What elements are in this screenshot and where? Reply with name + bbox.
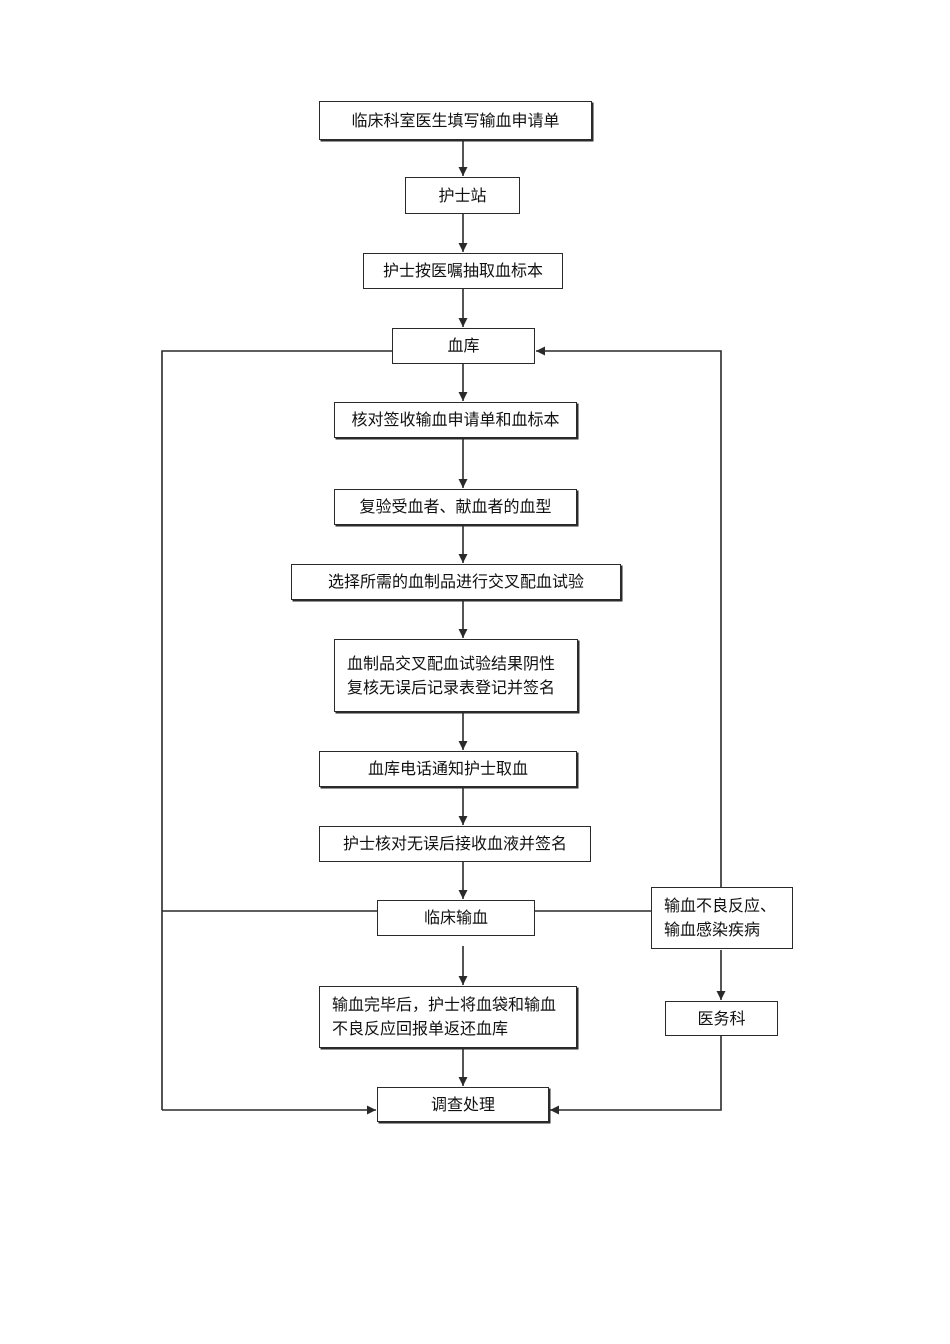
node-draw-sample: 护士按医嘱抽取血标本 xyxy=(363,253,563,289)
node-nurse-receive: 护士核对无误后接收血液并签名 xyxy=(319,826,591,862)
node-transfusion: 临床输血 xyxy=(377,900,535,936)
node-blood-bank: 血库 xyxy=(392,328,535,364)
arrow-medical-affairs-to-investigation xyxy=(550,1036,722,1115)
node-crossmatch: 选择所需的血制品进行交叉配血试验 xyxy=(291,564,621,600)
node-investigation: 调查处理 xyxy=(377,1087,549,1122)
arrow-adverse-to-blood-bank xyxy=(536,346,722,887)
node-recheck-type: 复验受血者、献血者的血型 xyxy=(334,489,577,525)
line-left-loop xyxy=(161,350,392,1110)
node-start: 临床科室医生填写输血申请单 xyxy=(319,101,592,140)
node-result-negative: 血制品交叉配血试验结果阴性 复核无误后记录表登记并签名 xyxy=(334,639,578,712)
node-medical-affairs: 医务科 xyxy=(665,1001,778,1036)
node-verify-sign: 核对签收输血申请单和血标本 xyxy=(334,402,577,438)
node-adverse-reaction: 输血不良反应、 输血感染疾病 xyxy=(651,887,793,949)
node-notify-nurse: 血库电话通知护士取血 xyxy=(319,751,577,787)
node-return-bag: 输血完毕后，护士将血袋和输血 不良反应回报单返还血库 xyxy=(319,986,577,1048)
node-nurse-station: 护士站 xyxy=(405,177,520,214)
